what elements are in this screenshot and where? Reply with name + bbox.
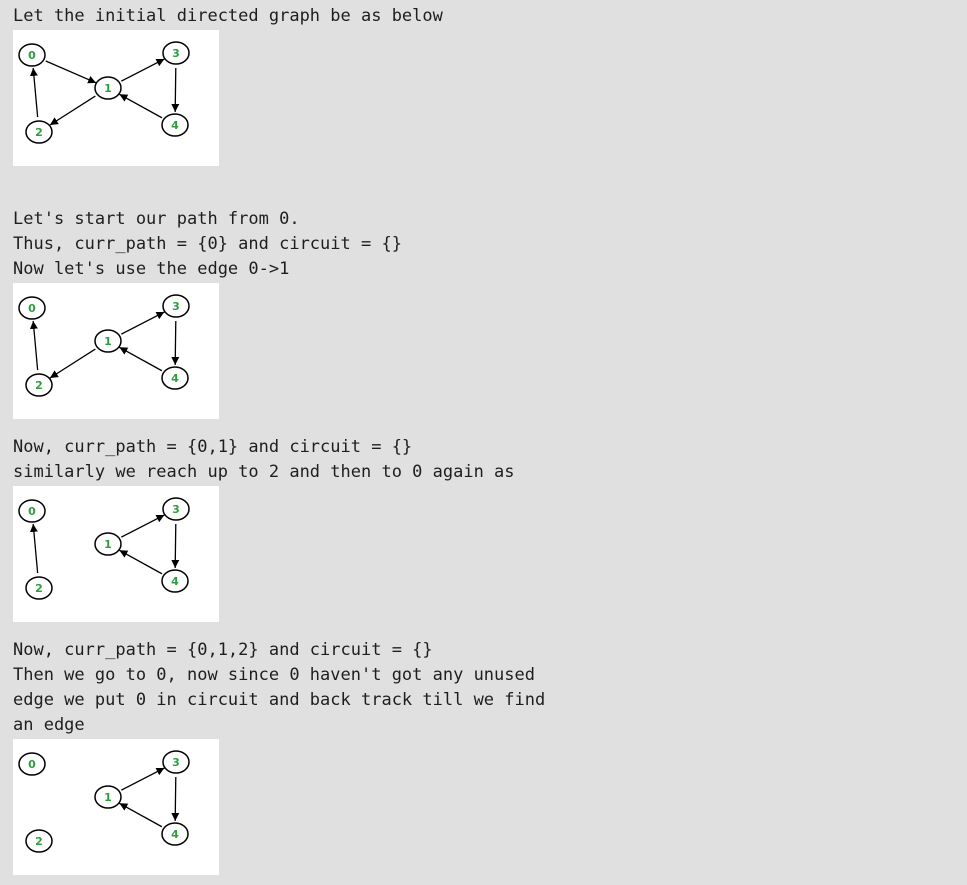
- node-2: [25, 373, 53, 397]
- edge-1-to-3: [121, 514, 165, 538]
- node-label-0: 0: [28, 302, 36, 315]
- edge-1-to-2: [49, 95, 96, 126]
- node-label-4: 4: [171, 119, 179, 132]
- edge-4-to-1: [119, 346, 163, 372]
- node-1: [94, 785, 122, 809]
- graph-diagram: 0 1 2 3 4: [18, 294, 190, 397]
- edge-4-to-1: [119, 802, 163, 828]
- node-2: [25, 120, 53, 144]
- node-label-1: 1: [104, 82, 112, 95]
- node-3: [162, 750, 190, 774]
- node-4: [161, 569, 189, 593]
- step-text: Let's start our path from 0.: [13, 209, 300, 229]
- node-4: [161, 113, 189, 137]
- step-text: Now, curr_path = {0,1} and circuit = {}: [13, 437, 413, 457]
- node-0: [18, 499, 46, 523]
- node-label-3: 3: [172, 756, 180, 769]
- step-text: Let the initial directed graph be as bel…: [13, 6, 443, 26]
- graph-panel: 0 1 2 3 4: [13, 486, 219, 622]
- step-text: Now let's use the edge 0->1: [13, 259, 290, 279]
- edge-1-to-3: [121, 767, 165, 791]
- node-0: [18, 752, 46, 776]
- node-label-1: 1: [104, 538, 112, 551]
- step-text: Now, curr_path = {0,1,2} and circuit = {…: [13, 640, 433, 660]
- node-label-2: 2: [35, 379, 43, 392]
- node-label-3: 3: [172, 503, 180, 516]
- node-1: [94, 532, 122, 556]
- graph-panel: 0 1 2 3 4: [13, 283, 219, 419]
- node-4: [161, 822, 189, 846]
- node-label-4: 4: [171, 575, 179, 588]
- node-label-0: 0: [28, 758, 36, 771]
- edge-3-to-4: [171, 320, 180, 366]
- node-label-0: 0: [28, 505, 36, 518]
- node-3: [162, 497, 190, 521]
- node-label-0: 0: [28, 49, 36, 62]
- graph-diagram: 0 1 2 3 4: [18, 750, 190, 853]
- node-1: [94, 76, 122, 100]
- graph-diagram: 0 1 2 3 4: [18, 41, 190, 144]
- node-label-1: 1: [104, 791, 112, 804]
- node-3: [162, 294, 190, 318]
- node-label-4: 4: [171, 372, 179, 385]
- edge-3-to-4: [171, 67, 180, 113]
- graph-panel: 0 1 2 3 4: [13, 739, 219, 875]
- node-2: [25, 576, 53, 600]
- step-text: Thus, curr_path = {0} and circuit = {}: [13, 234, 402, 254]
- edge-2-to-0: [29, 523, 39, 574]
- graph-panel: 0 1 2 3 4: [13, 30, 219, 166]
- edge-1-to-2: [49, 348, 96, 379]
- edge-2-to-0: [29, 67, 39, 118]
- edge-1-to-3: [121, 311, 165, 335]
- node-label-2: 2: [35, 835, 43, 848]
- node-label-1: 1: [104, 335, 112, 348]
- step-text: an edge: [13, 715, 85, 735]
- node-label-2: 2: [35, 126, 43, 139]
- edge-0-to-1: [45, 60, 97, 84]
- edge-4-to-1: [119, 549, 163, 575]
- step-text: edge we put 0 in circuit and back track …: [13, 690, 546, 710]
- step-text: Then we go to 0, now since 0 haven't got…: [13, 665, 535, 685]
- edge-3-to-4: [171, 523, 180, 569]
- node-2: [25, 829, 53, 853]
- node-4: [161, 366, 189, 390]
- node-0: [18, 43, 46, 67]
- node-label-4: 4: [171, 828, 179, 841]
- edge-1-to-3: [121, 58, 165, 82]
- graph-diagram: 0 1 2 3 4: [18, 497, 190, 600]
- step-text: similarly we reach up to 2 and then to 0…: [13, 462, 515, 482]
- edge-2-to-0: [29, 320, 39, 371]
- node-0: [18, 296, 46, 320]
- edge-4-to-1: [119, 93, 163, 119]
- node-label-2: 2: [35, 582, 43, 595]
- node-label-3: 3: [172, 300, 180, 313]
- node-1: [94, 329, 122, 353]
- node-label-3: 3: [172, 47, 180, 60]
- edge-3-to-4: [171, 776, 180, 822]
- node-3: [162, 41, 190, 65]
